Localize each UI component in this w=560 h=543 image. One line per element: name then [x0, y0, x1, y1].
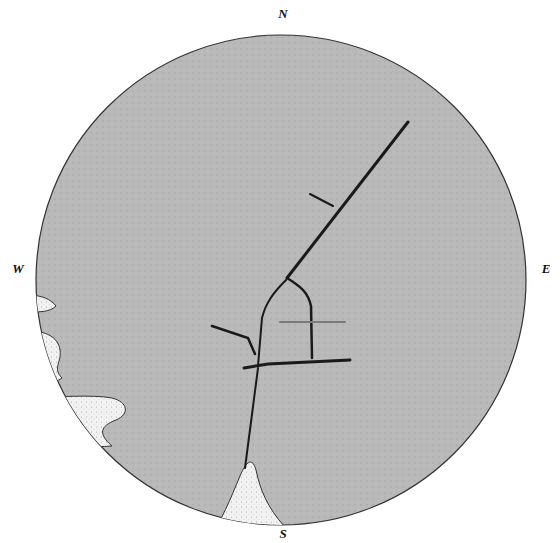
crack-lines [212, 122, 408, 468]
bright-regions [30, 296, 284, 540]
compass-letter: W [12, 262, 24, 275]
compass-letter: E [542, 262, 551, 275]
planet-disk [36, 35, 526, 525]
compass-letter: S [279, 527, 286, 540]
compass-letter: N [278, 7, 287, 20]
